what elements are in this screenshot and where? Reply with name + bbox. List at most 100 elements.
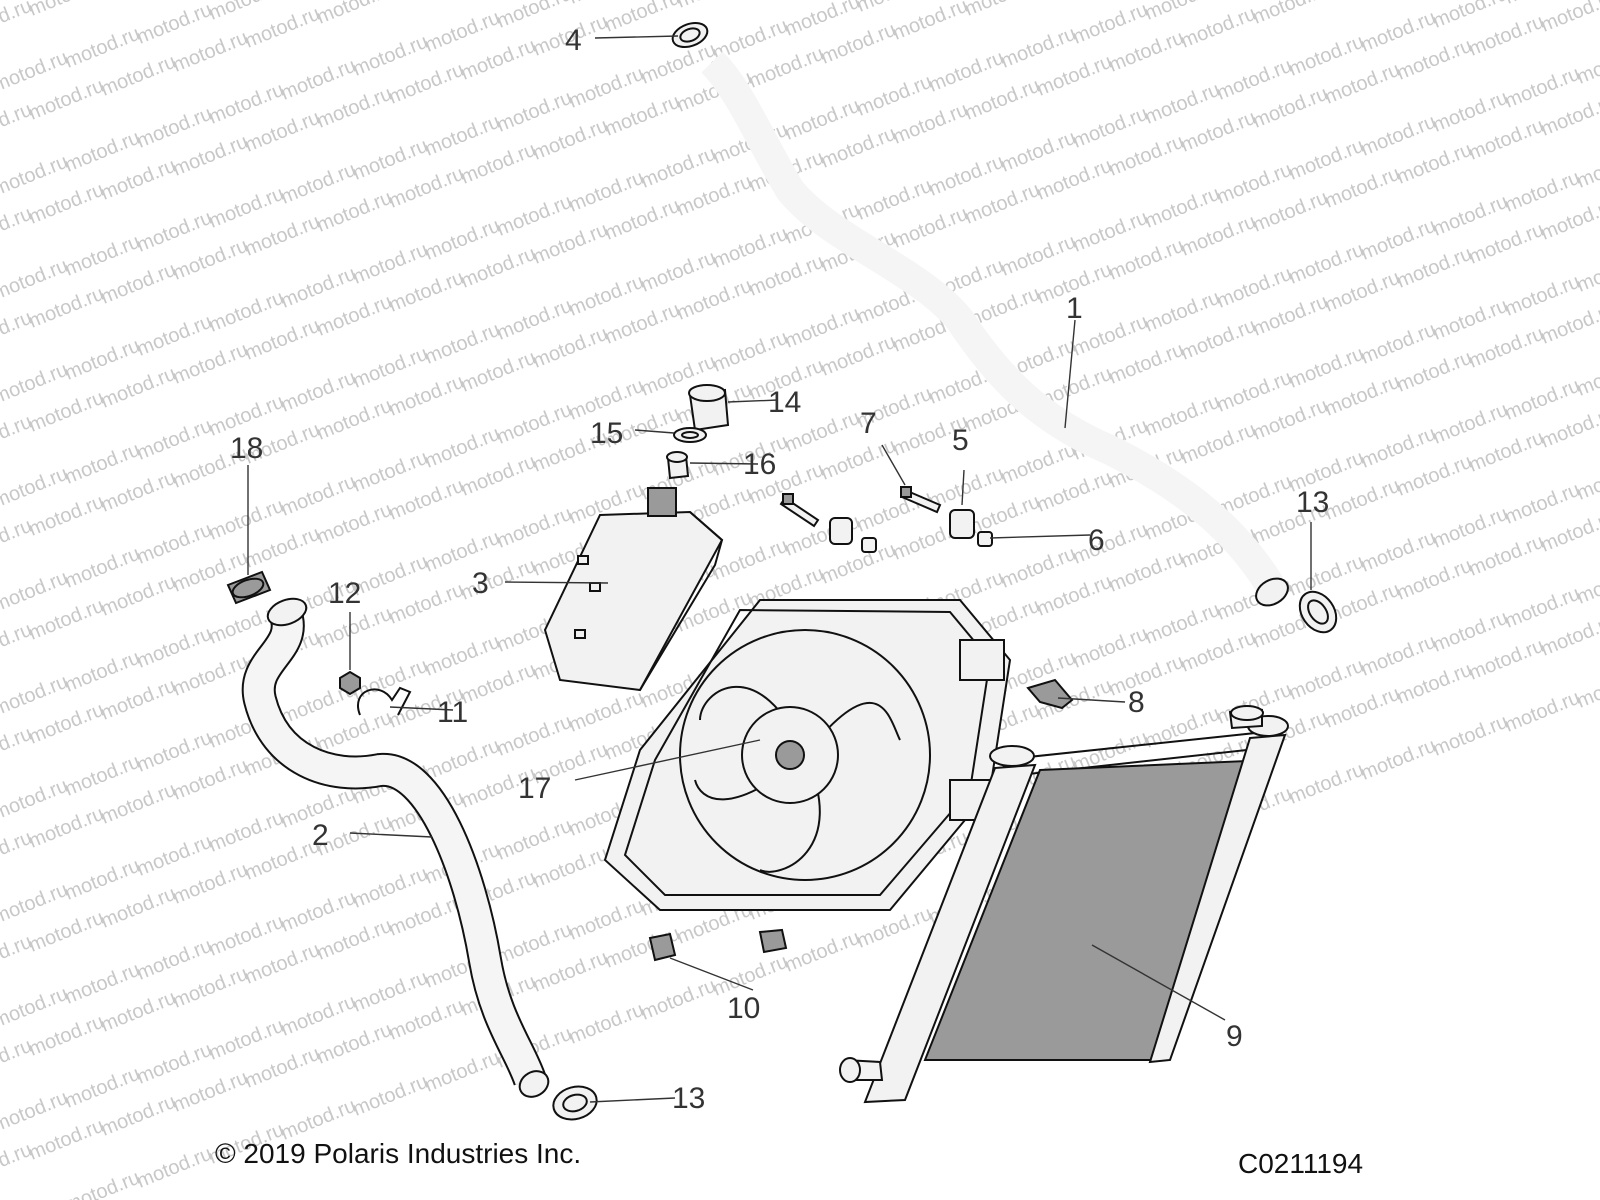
watermark-text: motod.ru (1322, 0, 1403, 5)
bushing-right (977, 531, 993, 547)
watermark-text: motod.ru (350, 447, 431, 497)
watermark-text: motod.ru (1466, 115, 1547, 165)
mounting-bolt-left (779, 493, 820, 528)
watermark-text: motod.ru (386, 995, 467, 1045)
watermark-text: motod.ru (1466, 323, 1547, 373)
watermark-text: motod.ru (26, 699, 107, 749)
watermark-text: motod.ru (62, 647, 143, 697)
watermark-text: motod.ru (458, 243, 539, 293)
watermark-text: motod.ru (26, 0, 107, 21)
watermark-text: motod.ru (422, 631, 503, 681)
watermark-text: motod.ru (314, 291, 395, 341)
watermark-text: motod.ru (314, 187, 395, 237)
watermark-text: motod.ru (170, 755, 251, 805)
watermark-text: motod.ru (1214, 367, 1295, 417)
watermark-text: motod.ru (422, 527, 503, 577)
watermark-text: motod.ru (26, 595, 107, 645)
watermark-text: motod.ru (602, 0, 683, 37)
watermark-text: motod.ru (206, 911, 287, 961)
watermark-text: motod.ru (26, 387, 107, 437)
watermark-text: motod.ru (242, 939, 323, 989)
watermark-text: motod.ru (134, 415, 215, 465)
watermark-text: motod.ru (386, 59, 467, 109)
watermark-text: motod.ru (278, 887, 359, 937)
watermark-text: motod.ru (1106, 547, 1187, 597)
watermark-text: motod.ru (962, 179, 1043, 229)
watermark-text: motod.ru (26, 491, 107, 541)
callout-17: 17 (518, 772, 551, 805)
watermark-text: motod.ru (134, 207, 215, 257)
watermark-text: motod.ru (134, 103, 215, 153)
watermark-text: motod.ru (962, 75, 1043, 125)
watermark-text: motod.ru (1070, 623, 1151, 673)
watermark-text: motod.ru (1466, 531, 1547, 581)
watermark-text: motod.ru (1214, 159, 1295, 209)
watermark-text: motod.ru (1538, 403, 1600, 453)
watermark-text: motod.ru (314, 0, 395, 29)
watermark-text: motod.ru (350, 343, 431, 393)
watermark-text: motod.ru (1178, 3, 1259, 53)
watermark-text: motod.ru (602, 195, 683, 245)
watermark-text: motod.ru (494, 503, 575, 553)
watermark-text: motod.ru (1178, 107, 1259, 157)
watermark-text: motod.ru (1502, 479, 1583, 529)
watermark-text: motod.ru (1394, 555, 1475, 605)
callout-18: 18 (230, 432, 263, 465)
watermark-text: motod.ru (1466, 635, 1547, 685)
watermark-text: motod.ru (1286, 551, 1367, 601)
watermark-text: motod.ru (422, 1047, 503, 1097)
watermark-text: motod.ru (1358, 215, 1439, 265)
callout-12: 12 (328, 577, 361, 610)
watermark-text: motod.ru (1430, 503, 1511, 553)
watermark-text: motod.ru (1286, 759, 1367, 809)
watermark-text: motod.ru (494, 295, 575, 345)
watermark-text: motod.ru (422, 7, 503, 57)
watermark-text: motod.ru (206, 287, 287, 337)
watermark-text: motod.ru (62, 543, 143, 593)
watermark-text: motod.ru (1358, 111, 1439, 161)
watermark-text: motod.ru (818, 19, 899, 69)
watermark-text: motod.ru (98, 571, 179, 621)
watermark-text: motod.ru (1358, 319, 1439, 369)
watermark-text: motod.ru (26, 283, 107, 333)
watermark-text: motod.ru (314, 83, 395, 133)
watermark-text: motod.ru (386, 579, 467, 629)
watermark-text: motod.ru (1286, 135, 1367, 185)
watermark-text: motod.ru (278, 471, 359, 521)
watermark-text: motod.ru (818, 435, 899, 485)
watermark-text: motod.ru (134, 831, 215, 881)
watermark-text: motod.ru (62, 855, 143, 905)
watermark-text: motod.ru (674, 171, 755, 221)
watermark-text: motod.ru (98, 987, 179, 1037)
watermark-text: motod.ru (386, 163, 467, 213)
watermark-text: motod.ru (1502, 687, 1583, 737)
watermark-text: motod.ru (134, 1039, 215, 1089)
watermark-text: motod.ru (638, 975, 719, 1025)
watermark-text: motod.ru (98, 467, 179, 517)
reservoir-cap (688, 384, 730, 432)
watermark-text: motod.ru (26, 1115, 107, 1165)
watermark-text: motod.ru (1178, 419, 1259, 469)
watermark-text: motod.ru (170, 1067, 251, 1117)
watermark-text: motod.ru (458, 139, 539, 189)
watermark-text: motod.ru (1142, 287, 1223, 337)
watermark-text: motod.ru (566, 999, 647, 1049)
watermark-text: motod.ru (62, 335, 143, 385)
watermark-text: motod.ru (1466, 427, 1547, 477)
grommet-left (829, 517, 853, 545)
watermark-text: motod.ru (170, 859, 251, 909)
watermark-text: motod.ru (818, 539, 899, 589)
watermark-text: motod.ru (1394, 659, 1475, 709)
watermark-text: motod.ru (674, 0, 755, 13)
hose-clamp-bottom (552, 1085, 598, 1121)
watermark-text: motod.ru (1106, 339, 1187, 389)
watermark-text: motod.ru (278, 263, 359, 313)
watermark-text: motod.ru (1034, 571, 1115, 621)
watermark-text: motod.ru (1394, 35, 1475, 85)
callout-8: 8 (1128, 686, 1145, 719)
watermark-text: motod.ru (314, 603, 395, 653)
watermark-text: motod.ru (566, 271, 647, 321)
watermark-text: motod.ru (1070, 103, 1151, 153)
watermark-text: motod.ru (1358, 527, 1439, 577)
watermark-text: motod.ru (1322, 371, 1403, 421)
